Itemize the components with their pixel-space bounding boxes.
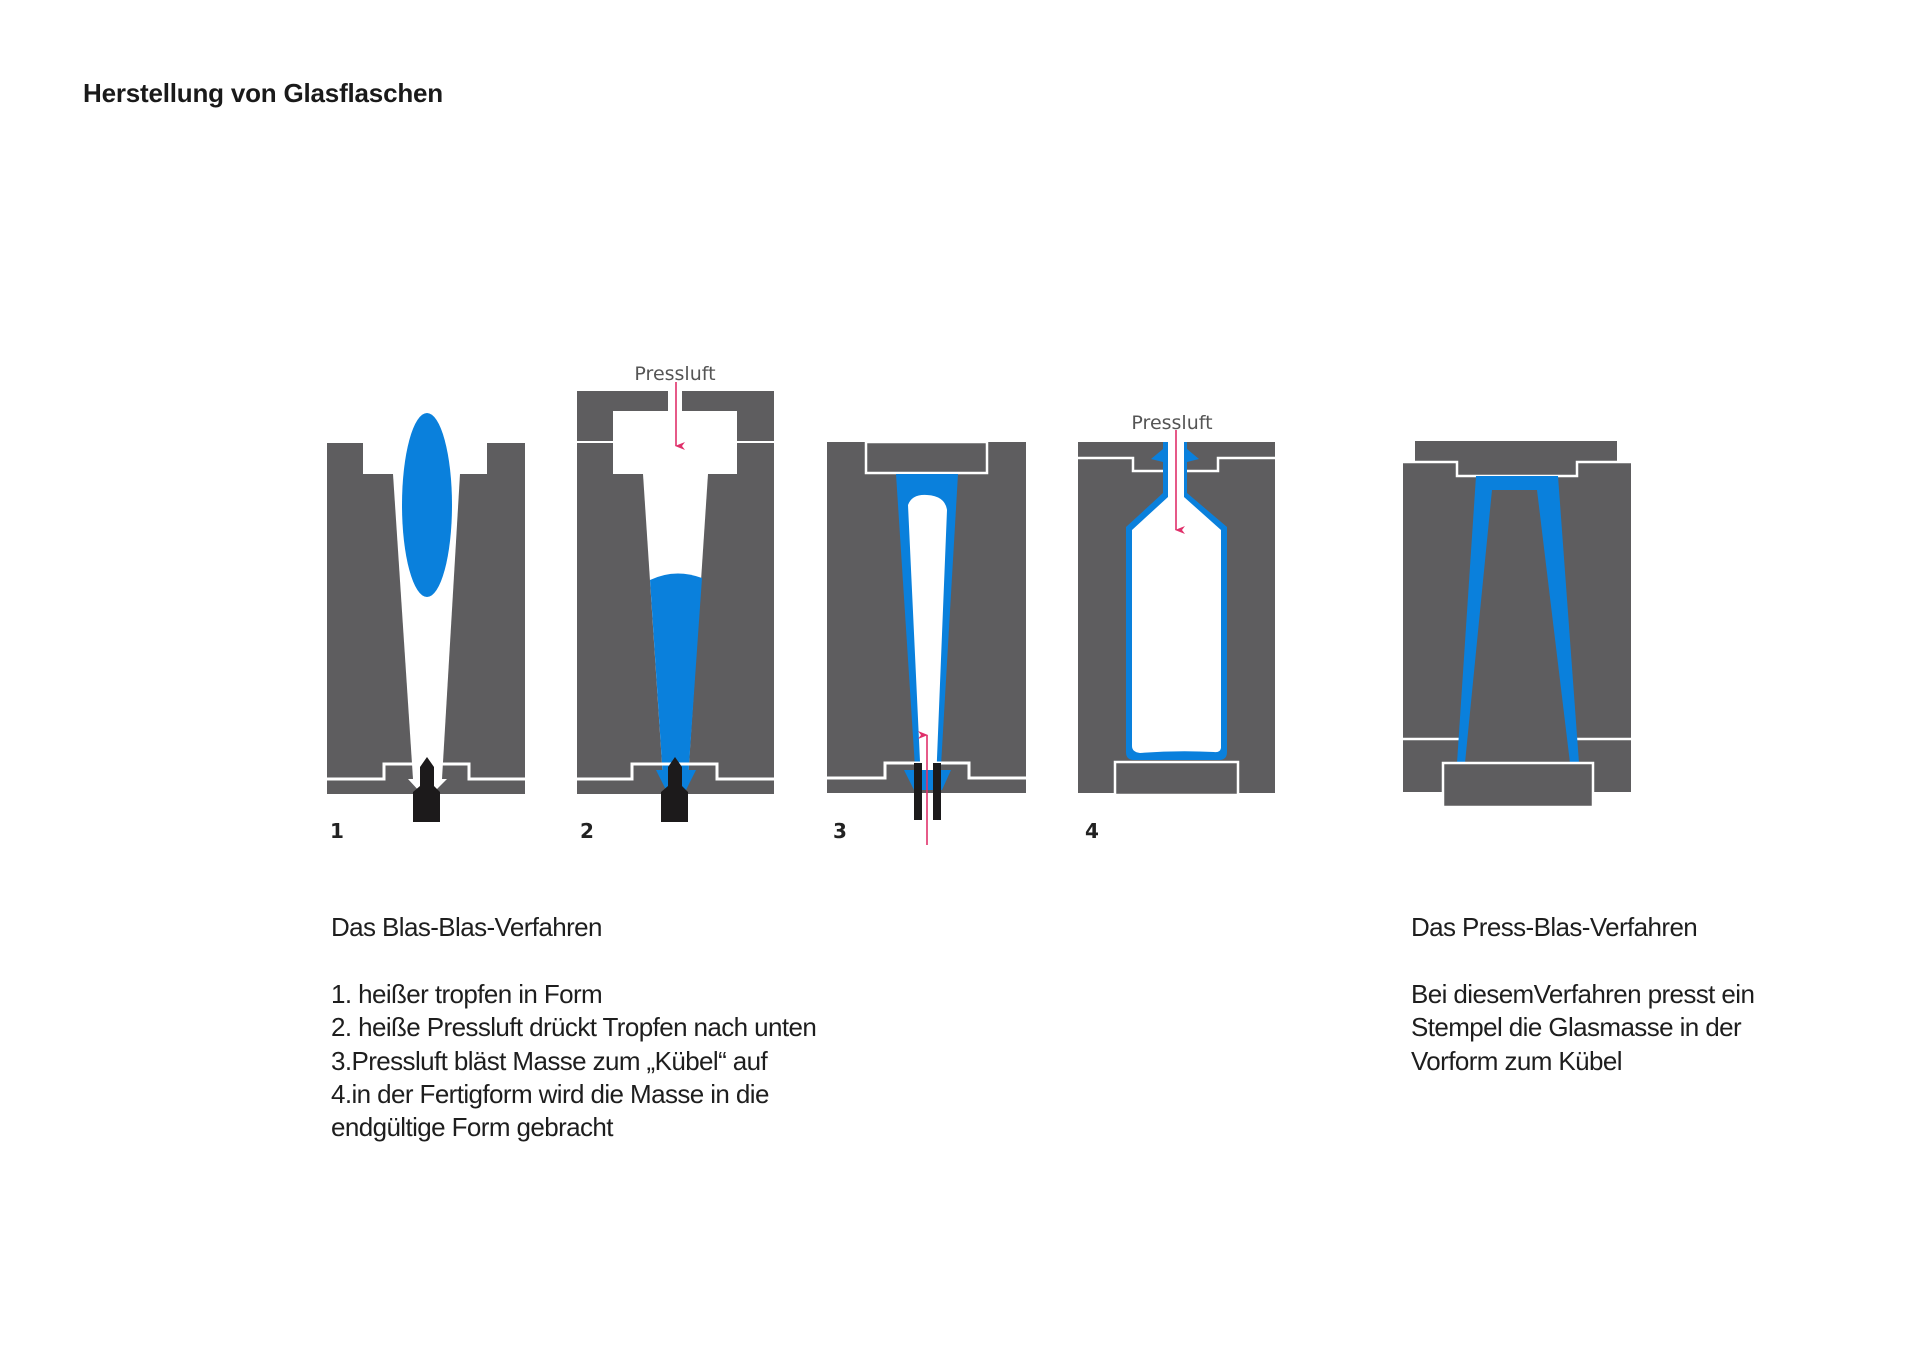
press-blas-description: Das Press-Blas-Verfahren Bei diesemVerfa…: [1411, 911, 1755, 1078]
step-number: 4: [1085, 819, 1099, 843]
step-text: 3.Pressluft bläst Masse zum „Kübel“ auf: [331, 1045, 768, 1076]
press-plunger: [1465, 490, 1570, 763]
step-text: endgültige Form gebracht: [331, 1112, 613, 1143]
plunger: [413, 757, 440, 822]
pressluft-label: Pressluft: [1131, 412, 1212, 434]
section-heading: Das Press-Blas-Verfahren: [1411, 912, 1698, 942]
description-line: Stempel die Glasmasse in der: [1411, 1012, 1742, 1043]
description-line: Vorform zum Kübel: [1411, 1045, 1622, 1076]
plunger: [661, 757, 688, 822]
section-heading: Das Blas-Blas-Verfahren: [331, 912, 602, 942]
description-line: Bei diesemVerfahren presst ein: [1411, 978, 1755, 1009]
blas-blas-description: Das Blas-Blas-Verfahren 1. heißer tropfe…: [331, 911, 817, 1145]
step-number: 3: [833, 819, 847, 843]
step-text: 2. heiße Pressluft drückt Tropfen nach u…: [331, 1012, 817, 1043]
step-4-mold: Pressluft 4: [1078, 412, 1275, 843]
step-text: 4.in der Fertigform wird die Masse in di…: [331, 1079, 769, 1110]
glass-gob: [402, 413, 452, 597]
pressluft-label: Pressluft: [634, 363, 715, 385]
press-blow-mold: [1403, 441, 1631, 809]
plunger: [914, 763, 922, 820]
step-3-mold: 3: [827, 440, 1026, 845]
page-title: Herstellung von Glasflaschen: [83, 78, 443, 108]
plunger: [933, 763, 941, 820]
step-number: 2: [580, 819, 594, 843]
step-text: 1. heißer tropfen in Form: [331, 978, 603, 1009]
step-2-mold: Pressluft 2: [577, 363, 774, 843]
step-1-mold: 1: [327, 413, 525, 843]
step-number: 1: [330, 819, 344, 843]
